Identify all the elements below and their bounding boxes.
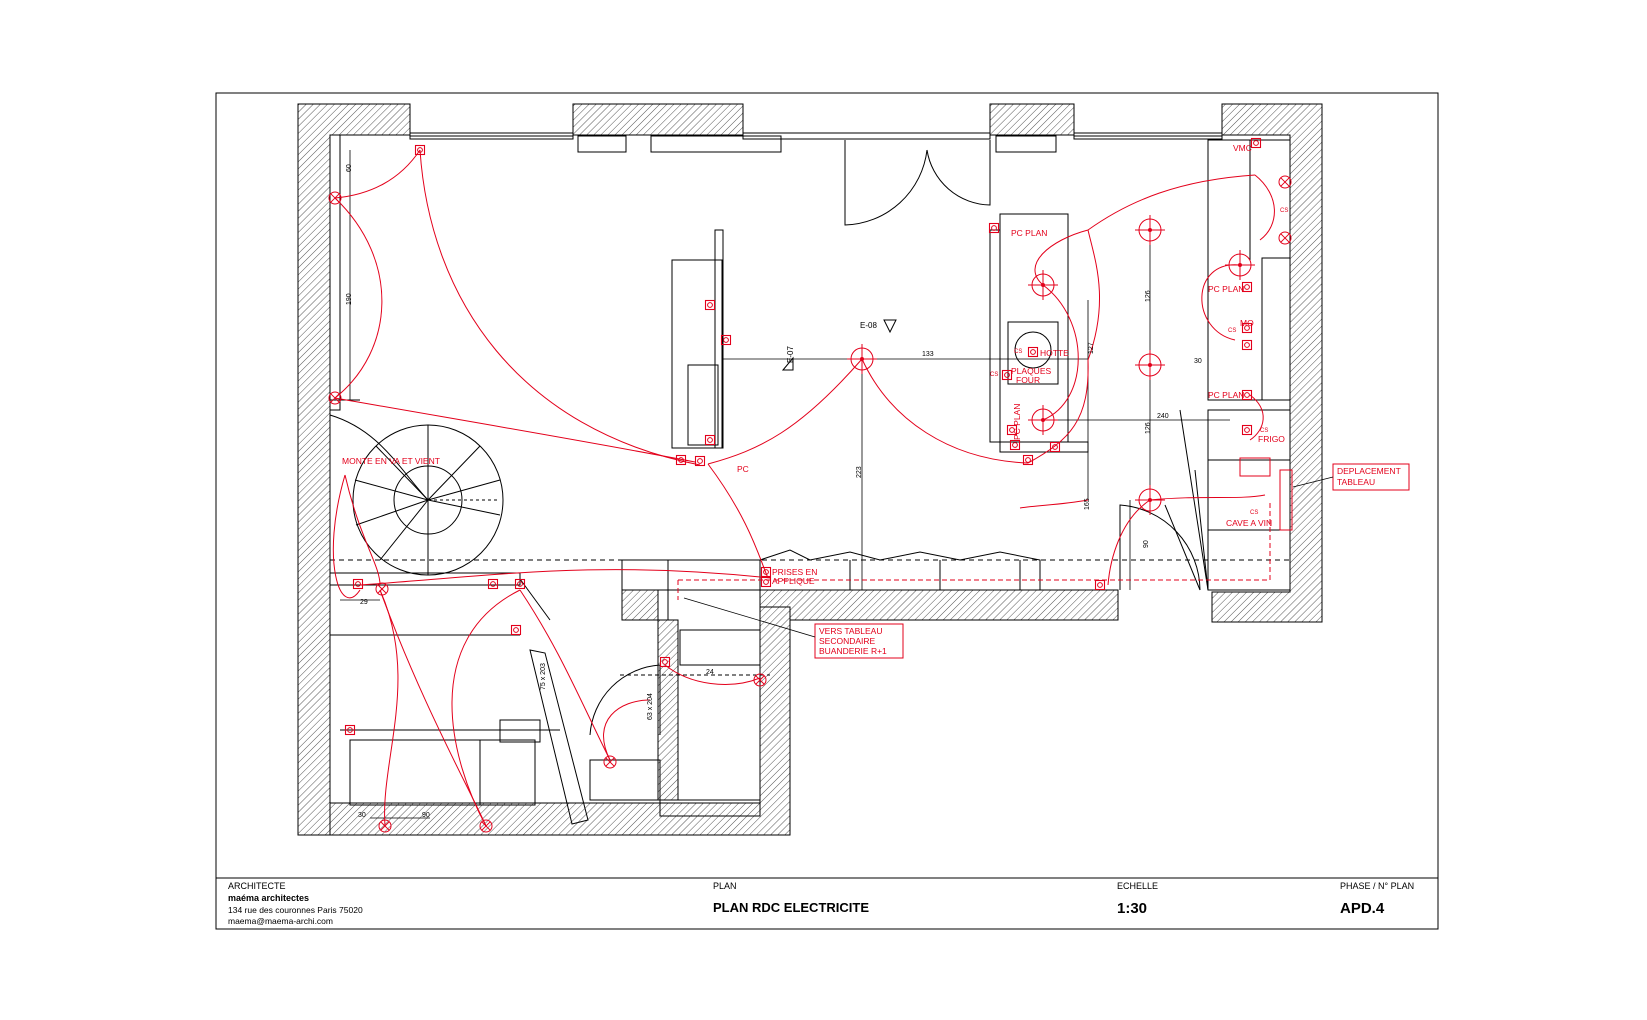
label-pc-plan-2: PC PLAN <box>1012 404 1022 440</box>
svg-text:30: 30 <box>1194 358 1202 365</box>
svg-text:90: 90 <box>422 812 430 819</box>
svg-text:127: 127 <box>1088 342 1095 354</box>
scale-value: 1:30 <box>1117 900 1147 917</box>
label-pc-plan-1: PC PLAN <box>1011 228 1047 238</box>
walls <box>297 103 1323 836</box>
svg-text:190: 190 <box>346 293 353 305</box>
label-frigo: FRIGO <box>1258 434 1285 444</box>
spiral-staircase <box>329 414 504 576</box>
svg-text:24: 24 <box>706 669 714 676</box>
label-mo: MO <box>1240 318 1254 328</box>
windows <box>409 132 1223 153</box>
svg-text:30: 30 <box>358 812 366 819</box>
label-pc-plan-4: PC PLAN <box>1208 390 1244 400</box>
dimension-lines <box>340 150 1230 819</box>
label-cs-2: CS <box>1228 328 1236 334</box>
svg-text:75 x 203: 75 x 203 <box>540 663 547 690</box>
label-cs-6: CS <box>990 372 998 378</box>
architect-label: ARCHITECTE <box>228 881 286 891</box>
phase-label: PHASE / N° PLAN <box>1340 881 1414 891</box>
ceiling-lights <box>846 214 1256 516</box>
callout-deplacement-line2: TABLEAU <box>1337 477 1375 487</box>
label-pc: PC <box>737 464 749 474</box>
label-four: FOUR <box>1016 375 1040 385</box>
tableau-panel <box>1239 457 1293 531</box>
label-pc-plan-3: PC PLAN <box>1208 284 1244 294</box>
label-cs-3: CS <box>1260 428 1268 434</box>
svg-text:29: 29 <box>360 599 368 606</box>
svg-text:126: 126 <box>1145 290 1152 302</box>
label-cs-1: CS <box>1014 349 1022 355</box>
callout-deplacement-tableau: DEPLACEMENT TABLEAU <box>1292 463 1410 491</box>
architect-name: maéma architectes <box>228 893 309 903</box>
partitions <box>329 134 1291 825</box>
title-block: ARCHITECTE maéma architectes 134 rue des… <box>228 881 1414 926</box>
label-cs-4: CS <box>1250 510 1258 516</box>
phase-value: APD.4 <box>1340 900 1385 917</box>
svg-text:126: 126 <box>1145 422 1152 434</box>
section-e08: E-08 <box>860 321 877 330</box>
callout-vers-line1: VERS TABLEAU <box>819 626 882 636</box>
svg-text:240: 240 <box>1157 413 1169 420</box>
callout-vers-line2: SECONDAIRE <box>819 636 876 646</box>
callout-vers-line3: BUANDERIE R+1 <box>819 646 887 656</box>
label-plaques: PLAQUES <box>1011 366 1051 376</box>
plan-title: PLAN RDC ELECTRICITE <box>713 900 869 915</box>
outlets <box>344 137 1262 736</box>
label-cave-a-vin: CAVE A VIN <box>1226 518 1272 528</box>
label-vmc: VMC <box>1233 143 1252 153</box>
electrical-wiring <box>332 149 1275 827</box>
svg-text:165: 165 <box>1084 498 1091 510</box>
dimension-texts: 60 190 133 223 127 126 126 240 30 165 90… <box>346 164 1202 819</box>
plan-label: PLAN <box>713 881 737 891</box>
section-e07: E-07 <box>786 346 795 363</box>
section-marks: E-07 E-08 <box>781 319 897 371</box>
label-monte-va-et-vient: MONTE EN VA ET VIENT <box>342 456 440 466</box>
callout-vers-tableau: VERS TABLEAU SECONDAIRE BUANDERIE R+1 <box>683 597 904 659</box>
scale-label: ECHELLE <box>1117 881 1158 891</box>
svg-text:90: 90 <box>1143 540 1150 548</box>
label-prises-1: PRISES EN <box>772 567 817 577</box>
architect-address: 134 rue des couronnes Paris 75020 <box>228 905 363 915</box>
label-cs-5: CS <box>1280 208 1288 214</box>
sheet-frame <box>215 92 1439 930</box>
label-hotte: HOTTE <box>1040 348 1069 358</box>
callout-deplacement-line1: DEPLACEMENT <box>1337 466 1401 476</box>
entry-door <box>844 140 991 226</box>
svg-text:133: 133 <box>922 351 934 358</box>
wall-lights <box>328 175 1292 833</box>
svg-text:223: 223 <box>856 466 863 478</box>
svg-text:63 x 204: 63 x 204 <box>647 693 654 720</box>
label-prises-2: APPLIQUE <box>772 576 815 586</box>
architect-email: maema@maema-archi.com <box>228 916 333 926</box>
svg-text:60: 60 <box>346 164 353 172</box>
